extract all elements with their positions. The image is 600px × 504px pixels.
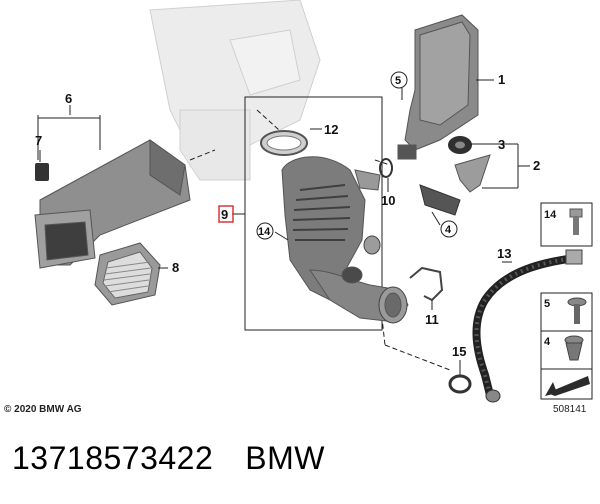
parts-diagram: 1 2 3 6 7 8 9 10 11 12 13 15 5 14 4 14 5: [34, 0, 593, 403]
callout-9: 9: [221, 207, 228, 222]
air-duct: [34, 139, 191, 269]
callout-11: 11: [425, 312, 439, 327]
legend-label-14: 14: [544, 209, 557, 221]
arrow-icon: [545, 376, 590, 396]
rivet-icon: [564, 335, 584, 361]
hose-ribs: [474, 256, 576, 396]
circled-callouts: 5 14 4: [256, 71, 458, 240]
bolt-icon: [567, 297, 587, 324]
legend-label-4: 4: [544, 336, 551, 348]
callout-labels: 1 2 3 6 7 8 9 10 11 12 13 15: [35, 72, 540, 359]
o-ring-15: [448, 374, 472, 394]
brand-name: BMW: [245, 440, 325, 476]
grommet-hole: [455, 141, 465, 149]
legend-label-5: 5: [544, 298, 550, 310]
callout-12: 12: [324, 122, 338, 137]
callout-14: 14: [258, 226, 271, 238]
legend-boxes: 14 5 4: [540, 202, 593, 400]
callout-2: 2: [533, 158, 540, 173]
callout-1: 1: [498, 72, 505, 87]
callout-4: 4: [445, 224, 452, 236]
callout-10: 10: [381, 193, 395, 208]
grille: [94, 242, 161, 306]
air-filter-housing-ghost: [149, 0, 321, 181]
reservoir: [397, 14, 479, 160]
copyright-text: © 2020 BMW AG: [4, 404, 82, 415]
air-intake-hose: [281, 156, 409, 324]
screw-icon: [569, 208, 583, 235]
part-number: 13718573422: [12, 440, 214, 476]
leader-lines: [37, 79, 530, 375]
callout-7: 7: [35, 133, 42, 148]
bracket: [454, 154, 491, 193]
clip-7: [35, 163, 49, 181]
callout-8: 8: [172, 260, 179, 275]
hose-end-fitting: [565, 249, 583, 265]
diagram-reference-number: 508141: [553, 404, 587, 415]
clamp-ring-inner: [266, 135, 302, 151]
callout-15: 15: [452, 344, 466, 359]
wire-clip: [409, 266, 444, 302]
hose-end-lower: [485, 389, 501, 403]
part-caption: 13718573422 BMW: [12, 440, 357, 477]
callout-5: 5: [395, 75, 401, 87]
callout-6: 6: [65, 91, 72, 106]
callout-13: 13: [497, 246, 511, 261]
legend-box-14: [540, 202, 593, 247]
bracket-arm: [419, 184, 461, 216]
dashed-leaders: [189, 109, 451, 371]
callout-3: 3: [498, 137, 505, 152]
o-ring-10: [379, 158, 393, 178]
highlight-box: [218, 205, 234, 223]
